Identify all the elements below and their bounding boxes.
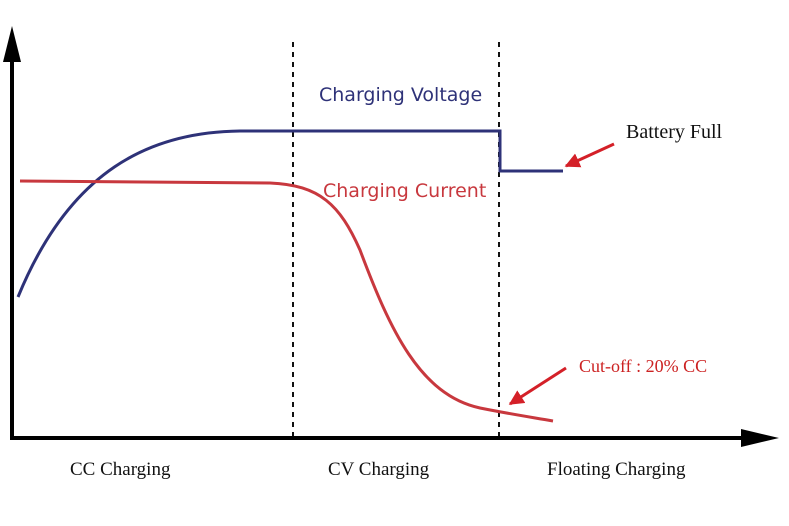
x-axis-arrowhead <box>741 429 779 447</box>
cutoff-label: Cut-off : 20% CC <box>579 356 707 376</box>
current-label: Charging Current <box>323 180 486 202</box>
phase-label-cc: CC Charging <box>70 459 171 480</box>
axes <box>3 26 779 447</box>
phase-label-floating: Floating Charging <box>547 459 686 480</box>
voltage-label: Charging Voltage <box>319 84 482 106</box>
phase-label-cv: CV Charging <box>328 459 430 480</box>
cutoff-arrow <box>508 366 567 406</box>
battery-full-arrow <box>564 142 615 168</box>
voltage-curve <box>16 129 563 298</box>
current-curve <box>19 179 554 423</box>
battery-full-label: Battery Full <box>626 121 723 143</box>
y-axis-arrowhead <box>3 26 21 62</box>
